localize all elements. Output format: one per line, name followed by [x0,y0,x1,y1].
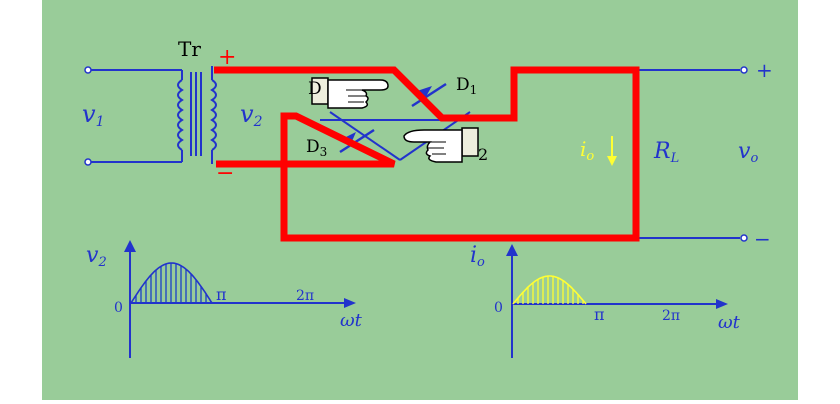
diode-d1-symbol [411,82,447,108]
io-waveform-graph: io 0 π 2π ωt [470,243,741,358]
hand-pointer-d2-icon [403,127,479,163]
waveform-outline [130,262,213,304]
output-plus-mark: + [756,58,773,82]
io-xlabel: ωt [718,312,741,333]
hand-pointer-d4-icon [311,77,389,109]
io-half-sine [512,275,587,305]
output-minus-mark: − [754,227,771,251]
io-x-arrow-icon [716,299,728,309]
rl-label: RL [653,139,679,166]
io-y-arrow-icon [506,244,518,256]
v2-waveform-graph: v2 0 π 2π ωt [86,240,363,358]
d4-partial-label: D [308,79,322,99]
v2-origin-label: 0 [114,300,123,316]
v2-y-arrow-icon [124,240,136,252]
current-direction-arrow-icon [607,136,617,166]
v2-half-sine [130,262,213,304]
v2-pi-label: π [216,285,227,304]
input-wiring [88,66,213,164]
secondary-plus-mark: + [218,45,236,70]
d1-label: D1 [456,75,477,97]
v1-label: v1 [82,100,104,130]
waveform-outline [512,275,587,305]
slide-background [42,0,798,400]
transformer-label: Tr [178,37,201,61]
input-terminal-bottom [84,158,92,166]
d2-partial-label: 2 [478,145,488,164]
v2-xlabel: ωt [340,310,363,331]
io-origin-label: 0 [494,300,503,316]
v2-graph-ylabel: v2 [86,243,107,270]
v2-label: v2 [240,100,263,130]
io-label: io [580,137,594,164]
io-graph-ylabel: io [470,243,485,270]
current-path [214,66,640,242]
d3-label: D3 [306,137,327,159]
output-terminal-top [740,66,748,74]
output-terminal-bottom [740,234,748,242]
vo-label: vo [738,139,758,166]
output-wiring [636,69,740,239]
v2-2pi-label: 2π [296,288,314,304]
transformer [177,72,217,156]
v2-x-arrow-icon [344,298,356,308]
io-2pi-label: 2π [662,308,680,324]
io-pi-label: π [594,305,605,324]
secondary-minus-mark: − [216,161,234,186]
input-terminal-top [84,66,92,74]
